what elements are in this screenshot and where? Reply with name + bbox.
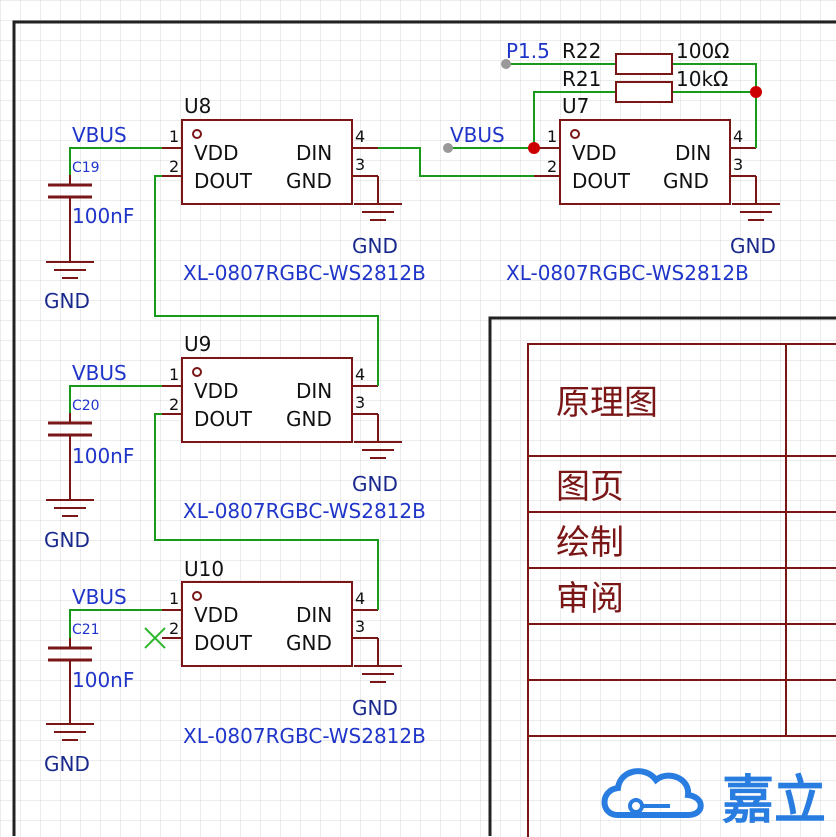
u10-pin1-num: 1: [169, 589, 179, 608]
u7-part: XL-0807RGBC-WS2812B: [506, 261, 749, 285]
capacitor-c19[interactable]: C19 100nF VBUS: [48, 123, 134, 262]
u10-pin2-num: 2: [169, 619, 179, 638]
title-block-frame: [488, 316, 836, 836]
title-block-row-schematic: 原理图: [556, 383, 658, 423]
u8-part: XL-0807RGBC-WS2812B: [183, 261, 426, 285]
sheet-frame: [12, 20, 836, 836]
u8-pin1-num: 1: [169, 127, 179, 146]
net-label-vbus-u7[interactable]: VBUS: [450, 123, 505, 147]
u7-pin-dout: DOUT: [572, 169, 631, 193]
c19-gnd-label: GND: [44, 289, 90, 313]
u8-pin-gnd: GND: [286, 169, 332, 193]
u7-pin2-num: 2: [547, 157, 557, 176]
u8-pin3-num: 3: [355, 155, 365, 174]
vbus-port-dot: [443, 143, 453, 153]
u7-pin-vdd: VDD: [572, 141, 616, 165]
u10-part: XL-0807RGBC-WS2812B: [183, 724, 426, 748]
junction-dot: [750, 86, 762, 98]
c20-ref: C20: [72, 398, 100, 414]
c19-net-vbus: VBUS: [72, 123, 127, 147]
gnd-symbol-c21: GND: [44, 723, 94, 776]
r22-ref: R22: [562, 39, 601, 63]
u10-pin3-num: 3: [355, 617, 365, 636]
c20-value: 100nF: [72, 444, 134, 468]
u7-pin4-num: 4: [733, 127, 743, 146]
u10-pin-gnd: GND: [286, 631, 332, 655]
component-u10[interactable]: U10 VDD DOUT DIN GND 1 2 3 4 XL-0807RGBC…: [162, 557, 426, 748]
net-label-p1-5[interactable]: P1.5: [506, 39, 550, 63]
u7-ref: U7: [562, 94, 589, 118]
u9-pin-vdd: VDD: [194, 379, 238, 403]
gnd-symbol-u9: GND: [352, 414, 402, 496]
capacitor-c20[interactable]: C20 100nF VBUS: [48, 361, 134, 500]
u8-gnd-label: GND: [352, 234, 398, 258]
u9-pin4-num: 4: [355, 365, 365, 384]
component-u7[interactable]: U7 VDD DOUT DIN GND 1 2 3 4 XL-0807RGBC-…: [506, 94, 756, 285]
capacitor-c21[interactable]: C21 100nF VBUS: [48, 585, 134, 724]
u8-pin-dout: DOUT: [194, 169, 253, 193]
u9-pin2-num: 2: [169, 395, 179, 414]
title-block-row-review: 审阅: [556, 579, 624, 619]
u7-pin-din: DIN: [675, 141, 711, 165]
u9-pin-dout: DOUT: [194, 407, 253, 431]
c20-gnd-label: GND: [44, 528, 90, 552]
title-block-row-drawn: 绘制: [556, 523, 624, 563]
p1-5-port-dot: [501, 59, 511, 69]
r21-value: 10kΩ: [676, 67, 728, 91]
u10-gnd-label: GND: [352, 696, 398, 720]
u8-pin2-num: 2: [169, 157, 179, 176]
u8-pin-din: DIN: [296, 141, 332, 165]
u9-pin3-num: 3: [355, 393, 365, 412]
u7-pin-gnd: GND: [663, 169, 709, 193]
u10-ref: U10: [184, 557, 224, 581]
r21-ref: R21: [562, 67, 601, 91]
brand-text: 嘉立: [722, 771, 826, 831]
u9-pin-din: DIN: [296, 379, 332, 403]
no-connect-marker: [144, 627, 166, 649]
c21-gnd-label: GND: [44, 752, 90, 776]
component-u8[interactable]: U8 VDD DOUT DIN GND 1 2 3 4 XL-0807RGBC-…: [162, 94, 426, 285]
c19-ref: C19: [72, 160, 100, 176]
gnd-symbol-c19: GND: [44, 261, 94, 313]
c21-ref: C21: [72, 622, 100, 638]
u9-part: XL-0807RGBC-WS2812B: [183, 499, 426, 523]
c21-value: 100nF: [72, 668, 134, 692]
title-block: 原理图 图页 绘制 审阅: [527, 343, 836, 837]
u8-pin-vdd: VDD: [194, 141, 238, 165]
c21-net-vbus: VBUS: [72, 585, 127, 609]
u10-pin-dout: DOUT: [194, 631, 253, 655]
gnd-symbol-u7: GND: [730, 176, 780, 258]
wires: [69, 63, 757, 638]
u10-pin-din: DIN: [296, 603, 332, 627]
c20-net-vbus: VBUS: [72, 361, 127, 385]
component-u9[interactable]: U9 VDD DOUT DIN GND 1 2 3 4 XL-0807RGBC-…: [162, 332, 426, 523]
u10-pin4-num: 4: [355, 589, 365, 608]
resistor-r22[interactable]: R22 100Ω: [562, 39, 729, 75]
gnd-symbol-u10: GND: [352, 638, 402, 720]
u7-gnd-label: GND: [730, 234, 776, 258]
brand-logo: 嘉立: [601, 768, 826, 831]
u8-pin4-num: 4: [355, 127, 365, 146]
u9-ref: U9: [184, 332, 211, 356]
u8-ref: U8: [184, 94, 211, 118]
u9-pin1-num: 1: [169, 365, 179, 384]
cloud-icon: [601, 768, 704, 818]
u9-pin-gnd: GND: [286, 407, 332, 431]
resistor-r21[interactable]: R21 10kΩ: [562, 67, 728, 103]
c19-value: 100nF: [72, 204, 134, 228]
gnd-symbol-u8: GND: [352, 176, 402, 258]
u7-pin3-num: 3: [733, 155, 743, 174]
gnd-symbol-c20: GND: [44, 499, 94, 552]
u9-gnd-label: GND: [352, 472, 398, 496]
u10-pin-vdd: VDD: [194, 603, 238, 627]
u7-pin1-num: 1: [547, 127, 557, 146]
junction-dot: [528, 142, 540, 154]
title-block-row-page: 图页: [556, 467, 624, 507]
r22-value: 100Ω: [676, 39, 729, 63]
